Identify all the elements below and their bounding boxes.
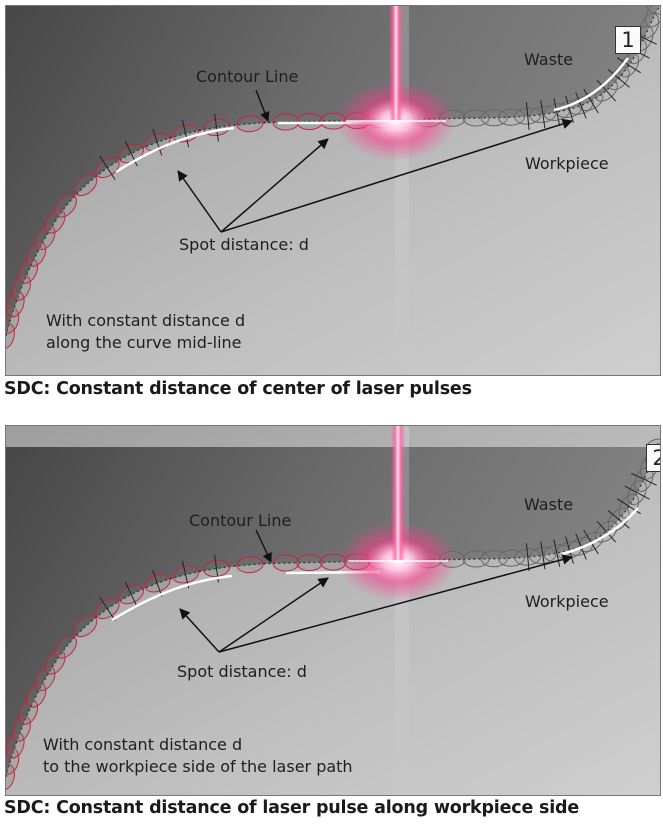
spot-arrow-middle bbox=[220, 138, 329, 233]
laser-spot bbox=[18, 699, 39, 725]
laser-spot bbox=[296, 554, 324, 572]
laser-spot bbox=[6, 291, 25, 318]
laser-spot bbox=[44, 650, 66, 675]
laser-beam bbox=[389, 6, 403, 120]
spot-tick bbox=[607, 69, 630, 88]
note-line-2: to the workpiece side of the laser path bbox=[43, 757, 353, 776]
laser-spot bbox=[6, 307, 20, 334]
spot-distance-label: Spot distance: d bbox=[179, 235, 309, 254]
spot-tick bbox=[99, 155, 116, 180]
waste-label: Waste bbox=[524, 495, 573, 514]
laser-spot bbox=[55, 635, 77, 659]
contour-pointer bbox=[255, 529, 272, 563]
spot-arrow-left bbox=[177, 170, 222, 233]
spot-tick bbox=[540, 100, 546, 129]
workpiece-side-path-right bbox=[553, 57, 630, 112]
note-line-1: With constant distance d bbox=[43, 735, 242, 754]
laser-spot bbox=[645, 6, 660, 28]
spot-tick bbox=[182, 119, 190, 148]
laser-spot bbox=[272, 554, 300, 572]
note-line-1: With constant distance d bbox=[46, 311, 245, 330]
spot-tick bbox=[596, 79, 616, 102]
spot-arrow-left bbox=[179, 608, 220, 653]
spot-tick bbox=[616, 498, 641, 515]
laser-spot bbox=[498, 108, 525, 126]
spot-tick bbox=[616, 57, 641, 74]
spot-tick bbox=[124, 581, 138, 608]
waste-label: Waste bbox=[524, 50, 573, 69]
laser-spot bbox=[6, 732, 25, 759]
workpiece-side-path-left bbox=[111, 574, 233, 622]
laser-spot bbox=[18, 258, 39, 284]
laser-spot bbox=[35, 666, 56, 692]
laser-spot bbox=[12, 715, 31, 742]
panel-number-badge: 1 bbox=[615, 26, 641, 54]
laser-spot bbox=[26, 241, 47, 267]
laser-spot bbox=[236, 115, 264, 133]
workpiece-label: Workpiece bbox=[525, 592, 609, 611]
laser-spot bbox=[6, 763, 15, 791]
diagram-panel-1: Contour Line Waste Workpiece Spot distan… bbox=[5, 5, 661, 376]
spot-tick bbox=[99, 596, 116, 621]
laser-spot bbox=[26, 682, 47, 708]
contour-line bbox=[6, 6, 660, 337]
contour-pointer bbox=[255, 89, 270, 122]
note-line-2: along the curve mid-line bbox=[46, 333, 242, 352]
spot-tick bbox=[553, 98, 561, 126]
spot-tick bbox=[596, 520, 616, 543]
laser-beam bbox=[391, 426, 405, 560]
spot-arrow-right bbox=[218, 554, 574, 653]
spot-tick bbox=[124, 140, 138, 167]
caption-2: SDC: Constant distance of laser pulse al… bbox=[4, 798, 580, 818]
spot-arrow-middle bbox=[218, 577, 329, 653]
laser-spot bbox=[646, 6, 660, 15]
spot-tick bbox=[624, 485, 650, 500]
contour-line bbox=[6, 446, 660, 778]
spot-tick bbox=[583, 88, 599, 114]
laser-spot bbox=[55, 194, 77, 218]
workpiece-label: Workpiece bbox=[525, 154, 609, 173]
contour-line-label: Contour Line bbox=[189, 511, 291, 530]
panel-2-illustration: Contour Line Waste Workpiece Spot distan… bbox=[6, 426, 660, 795]
spot-tick bbox=[607, 510, 630, 529]
laser-spot bbox=[12, 274, 31, 301]
diagram-panel-2: Contour Line Waste Workpiece Spot distan… bbox=[5, 425, 661, 796]
waste-surface bbox=[6, 447, 660, 777]
laser-spot bbox=[6, 748, 20, 775]
panel-1-illustration: Contour Line Waste Workpiece Spot distan… bbox=[6, 6, 660, 375]
workpiece-side-path-right bbox=[561, 507, 639, 556]
spot-tick bbox=[152, 128, 163, 156]
spot-arrow-right bbox=[220, 118, 574, 233]
waste-surface bbox=[6, 6, 660, 336]
spot-tick bbox=[553, 539, 561, 567]
contour-line-label: Contour Line bbox=[196, 67, 298, 86]
spot-tick bbox=[575, 92, 587, 119]
caption-1: SDC: Constant distance of center of lase… bbox=[4, 379, 472, 399]
spot-tick bbox=[630, 472, 657, 486]
spot-tick bbox=[525, 543, 530, 572]
laser-spot bbox=[74, 615, 98, 638]
laser-spot bbox=[44, 209, 66, 234]
spot-tick bbox=[214, 113, 219, 142]
panel-number-badge: 2 bbox=[646, 444, 660, 472]
spot-distance-label: Spot distance: d bbox=[177, 662, 307, 681]
spot-tick bbox=[152, 569, 163, 597]
laser-spot bbox=[74, 174, 98, 197]
laser-spot bbox=[296, 113, 324, 131]
laser-spot bbox=[35, 225, 56, 251]
spot-tick bbox=[525, 102, 530, 131]
laser-spot bbox=[498, 549, 525, 567]
laser-spot bbox=[236, 556, 264, 574]
spot-tick bbox=[565, 95, 574, 123]
workpiece-side-path-left bbox=[115, 126, 235, 174]
laser-spot bbox=[6, 322, 15, 350]
